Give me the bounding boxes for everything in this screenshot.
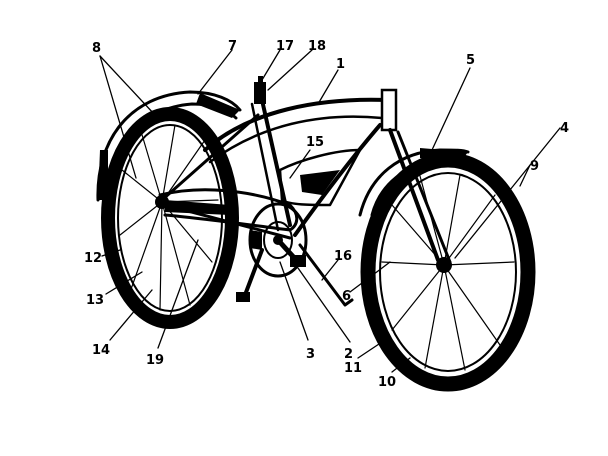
callout-14: 14: [92, 343, 110, 358]
leader-9: [519, 164, 531, 187]
leader-8a: [99, 55, 137, 179]
crank-arm-and-pedal: [275, 237, 306, 267]
leader-2: [297, 267, 351, 343]
callout-7: 7: [228, 39, 237, 54]
seat-post: [254, 76, 266, 104]
callout-15: 15: [306, 135, 324, 150]
leader-1: [317, 69, 339, 105]
callout-11: 11: [344, 361, 362, 376]
leader-5: [431, 67, 471, 151]
leader-lines: [99, 49, 561, 373]
rear-tire: [101, 107, 239, 329]
leader-13: [105, 271, 143, 295]
top-tube: [203, 97, 387, 152]
front-rim: [379, 172, 517, 372]
chain-guard: [158, 188, 299, 232]
leader-12: [101, 249, 121, 257]
callout-13: 13: [86, 293, 104, 308]
callout-12: 12: [84, 251, 102, 266]
leader-10: [391, 357, 411, 373]
callout-19: 19: [146, 353, 164, 368]
callout-4: 4: [560, 121, 569, 136]
callout-labels: 1 2 3 4 5 6 7 8 9 10 11 12 13 14 15 16 1…: [84, 39, 569, 390]
leader-7: [197, 49, 233, 95]
callout-5: 5: [466, 53, 475, 68]
leader-4: [454, 127, 561, 259]
sprocket: [248, 202, 308, 278]
callout-18: 18: [308, 39, 326, 54]
leader-17: [261, 49, 281, 81]
callout-2: 2: [344, 347, 353, 362]
leader-18: [267, 49, 313, 91]
seat-stay: [160, 113, 260, 202]
callout-9: 9: [530, 159, 539, 174]
callout-17: 17: [276, 39, 294, 54]
callout-10: 10: [378, 375, 396, 390]
leader-3: [279, 261, 309, 341]
rear-fender: [96, 90, 242, 202]
callout-6: 6: [342, 289, 351, 304]
leader-14: [109, 289, 153, 341]
callout-1: 1: [336, 57, 345, 72]
callout-3: 3: [306, 347, 315, 362]
rear-rim: [117, 124, 223, 312]
front-hub: [436, 257, 452, 273]
leader-8b: [99, 55, 156, 116]
callout-8: 8: [92, 41, 101, 56]
leader-15: [289, 149, 311, 179]
front-wheel: [360, 152, 536, 392]
leader-16: [321, 259, 339, 281]
leader-6: [349, 261, 391, 293]
callout-16: 16: [334, 249, 352, 264]
leader-19: [157, 239, 199, 349]
front-spokes: [381, 174, 515, 371]
kickstand: [298, 243, 354, 307]
front-tire: [360, 152, 536, 392]
leader-11: [357, 341, 383, 359]
rear-pedal: [236, 248, 264, 302]
rear-spokes: [119, 124, 219, 311]
